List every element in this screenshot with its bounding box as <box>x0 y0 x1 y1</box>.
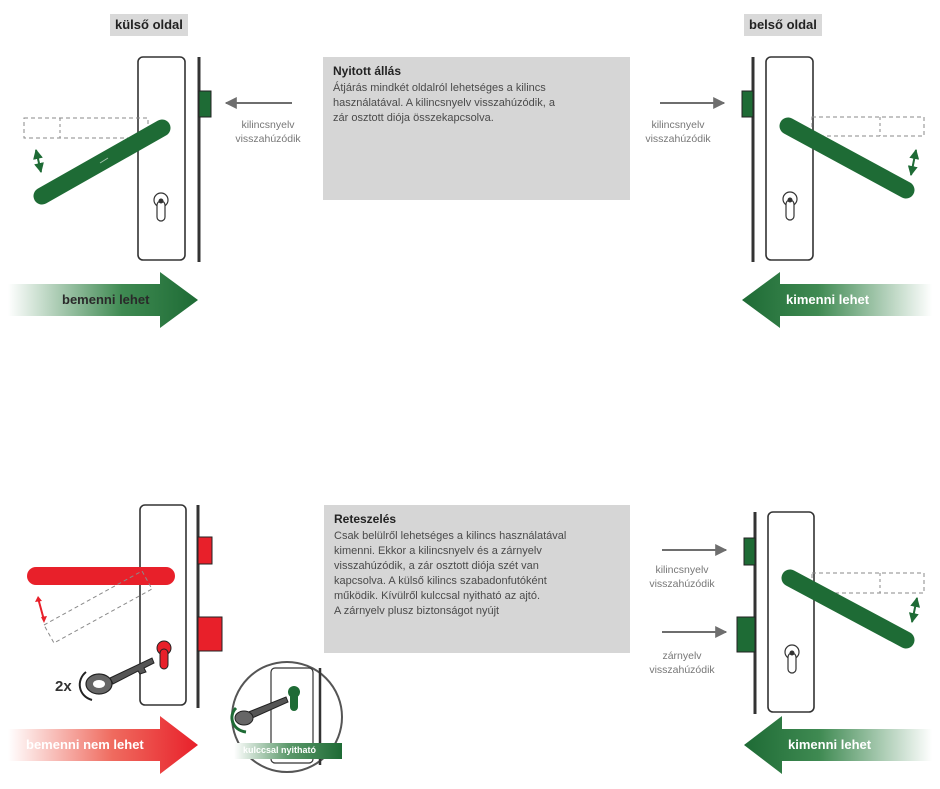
exit-label: kimenni lehet <box>786 292 870 307</box>
handle-ghost <box>811 116 925 137</box>
escutcheon-plate <box>767 511 815 713</box>
latch-note-outside: kilincsnyelv visszahúzódik <box>226 118 310 146</box>
handle-ghost <box>23 117 149 139</box>
annot-line: kilincsnyelv <box>241 119 295 131</box>
inside-label: belső oldal <box>744 14 822 36</box>
annot-line: kilincsnyelv <box>651 119 705 131</box>
escutcheon-plate <box>137 56 186 261</box>
outside-label: külső oldal <box>110 14 188 36</box>
cylinder-icon <box>782 191 798 221</box>
badge-banner <box>234 743 342 759</box>
annot-line: visszahúzódik <box>645 133 711 145</box>
locked-state-title: Reteszelés <box>334 512 397 526</box>
locked-state-box: Reteszelés Csak belülről lehetséges a ki… <box>324 505 630 653</box>
no-enter-arrow-icon <box>8 716 198 774</box>
latch-note-locked: kilincsnyelv visszahúzódik <box>640 563 724 591</box>
exit-arrow-icon <box>744 716 932 774</box>
escutcheon-plate <box>139 504 187 706</box>
latch-note-inside: kilincsnyelv visszahúzódik <box>636 118 720 146</box>
cylinder-icon <box>156 640 172 670</box>
open-state-title: Nyitott állás <box>333 64 402 78</box>
locked-state-line: A zárnyelv plusz biztonságot nyújt <box>334 605 500 617</box>
locked-state-line: visszahúzódik, a zár osztott diója szét … <box>334 560 539 572</box>
latch-bolt <box>198 90 212 118</box>
cylinder-icon <box>784 644 800 674</box>
annot-line: visszahúzódik <box>649 578 715 590</box>
door-inside-open <box>660 56 925 262</box>
double-arrow-icon <box>907 149 920 176</box>
key-badge-label: kulccsal nyitható <box>243 745 317 755</box>
exit-arrow-icon <box>742 272 932 328</box>
exit-label-locked: kimenni lehet <box>788 737 872 752</box>
handle-green <box>779 117 915 199</box>
double-arrow-icon <box>37 597 45 621</box>
annot-line: visszahúzódik <box>235 133 301 145</box>
annot-line: visszahúzódik <box>649 664 715 676</box>
locked-state-line: kapcsolva. A külső kilincs szabadonfutók… <box>334 575 547 587</box>
key-badge <box>230 661 343 773</box>
open-state-line: használatával. A kilincsnyelv visszahúzó… <box>333 97 555 109</box>
latch-bolt <box>743 537 756 566</box>
annot-line: kilincsnyelv <box>655 564 709 576</box>
locked-state-line: kimenni. Ekkor a kilincsnyelv és a zárny… <box>334 545 542 557</box>
key-icon <box>78 657 155 701</box>
open-state-line: zár osztott diója összekapcsolva. <box>333 112 494 124</box>
double-arrow-icon <box>33 149 44 173</box>
locked-state-line: Csak belülről lehetséges a kilincs haszn… <box>334 530 567 542</box>
door-inside-locked <box>662 511 925 714</box>
handle-green <box>781 569 915 649</box>
no-enter-label: bemenni nem lehet <box>26 737 144 752</box>
enter-label: bemenni lehet <box>62 292 150 307</box>
escutcheon-plate <box>765 56 814 261</box>
dead-bolt <box>736 616 756 653</box>
locked-state-line: működik. Kívülről kulccsal nyitható az a… <box>334 590 541 602</box>
bolt-note-locked: zárnyelv visszahúzódik <box>640 649 724 677</box>
annot-line: zárnyelv <box>662 650 702 662</box>
open-state-box: Nyitott állás Átjárás mindkét oldalról l… <box>323 57 630 200</box>
dead-bolt <box>197 616 223 652</box>
enter-arrow-icon <box>8 272 198 328</box>
open-state-line: Átjárás mindkét oldalról lehetséges a ki… <box>333 82 546 94</box>
latch-bolt <box>197 536 213 565</box>
double-arrow-icon <box>908 597 921 623</box>
cylinder-icon <box>153 192 169 222</box>
door-outside-locked <box>27 504 223 708</box>
door-outside-open <box>23 56 292 262</box>
latch-bolt <box>741 90 754 118</box>
key-turns-label: 2x <box>55 678 72 695</box>
